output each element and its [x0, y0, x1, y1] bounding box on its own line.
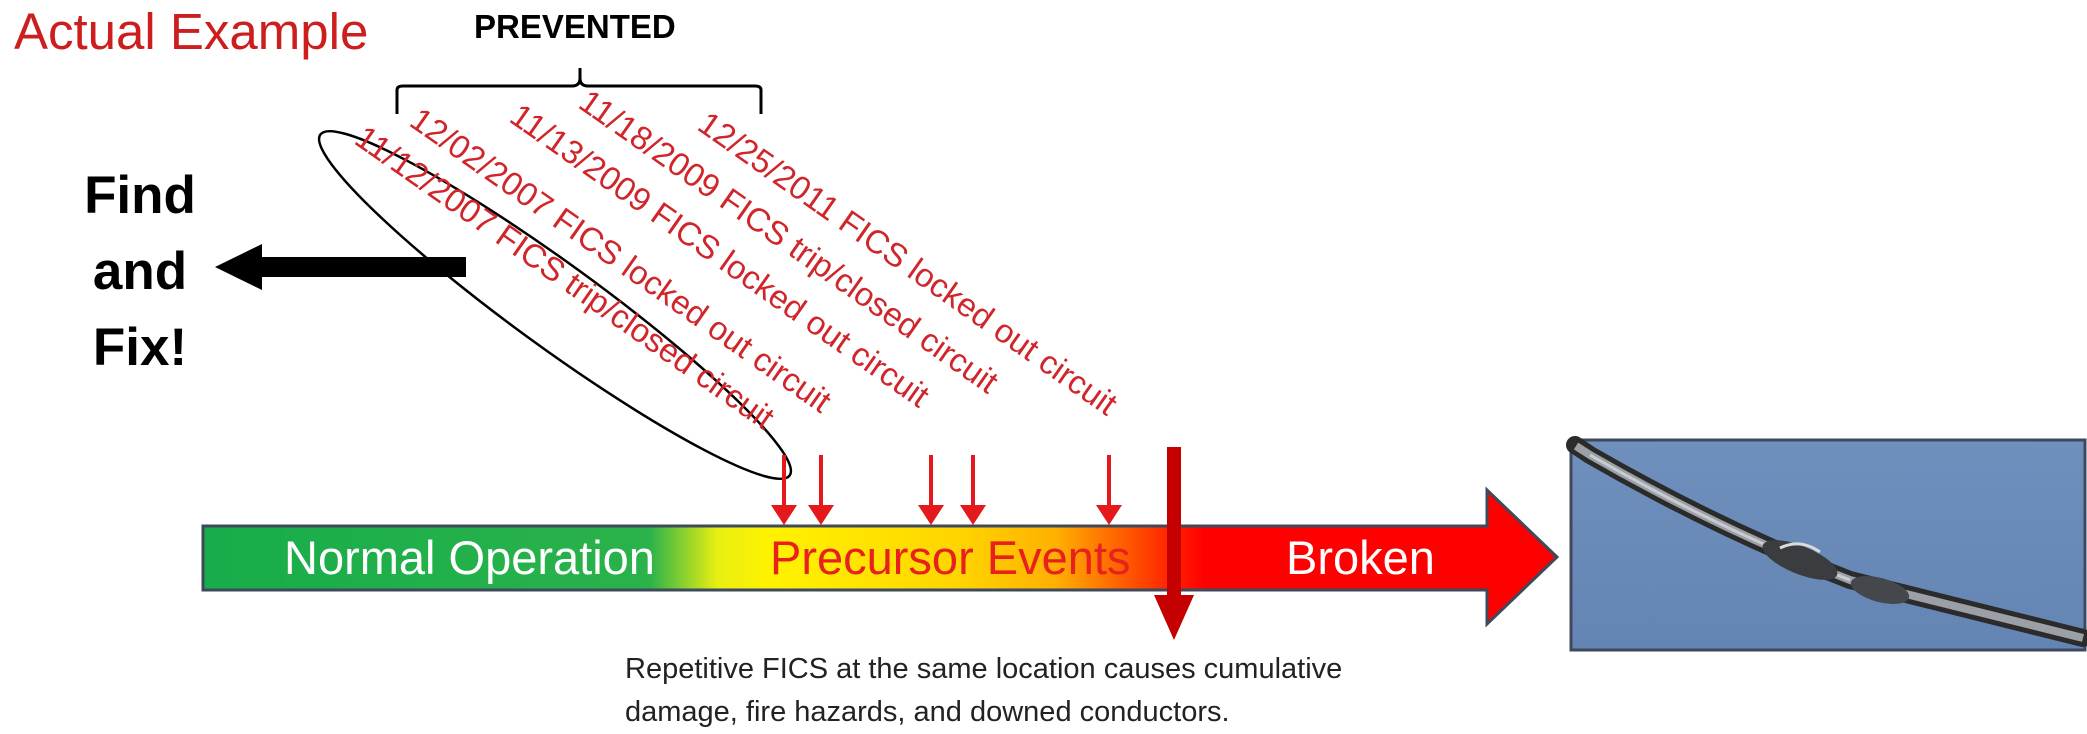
- event-marker-arrow-2: [808, 455, 834, 525]
- caption-line-1: Repetitive FICS at the same location cau…: [625, 653, 1343, 685]
- find-and-fix-label: Find and Fix!: [50, 158, 230, 386]
- find-fix-arrow-icon: [215, 244, 466, 290]
- event-marker-arrow-5: [1096, 455, 1122, 525]
- stage-label-normal-operation: Normal Operation: [284, 531, 655, 584]
- stage-label-precursor-events: Precursor Events: [770, 531, 1131, 584]
- prevented-brace: [395, 68, 763, 114]
- caption-line-2: damage, fire hazards, and downed conduct…: [625, 696, 1230, 728]
- find-and-fix-line-1: Find: [84, 166, 196, 225]
- find-and-fix-line-3: Fix!: [92, 318, 188, 377]
- failure-marker-arrow: [1154, 447, 1194, 640]
- event-marker-arrow-4: [960, 455, 986, 525]
- stage-label-broken: Broken: [1286, 531, 1435, 584]
- first-event-highlight-ellipse: [317, 129, 793, 481]
- damaged-conductor-photo: [1566, 436, 2087, 652]
- event-marker-arrow-3: [918, 455, 944, 525]
- page-title: Actual Example: [14, 3, 369, 60]
- find-and-fix-line-2: and: [92, 242, 188, 301]
- prevented-label: PREVENTED: [474, 8, 676, 45]
- event-marker-arrow-1: [771, 455, 797, 525]
- caption: Repetitive FICS at the same location cau…: [625, 648, 1342, 734]
- timeline-arrow: [201, 486, 1560, 628]
